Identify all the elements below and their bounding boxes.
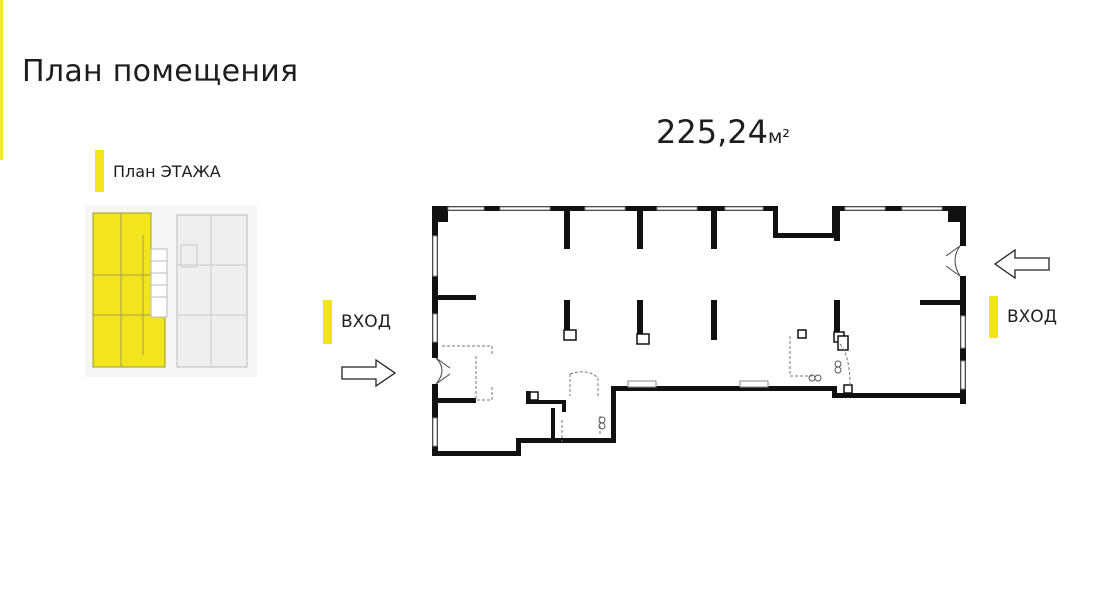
entrance-right-marker (989, 296, 998, 338)
floor-plan-tag: План ЭТАЖА (95, 150, 221, 192)
entrance-right-tag: ВХОД (989, 296, 1057, 338)
floor-plan-label: План ЭТАЖА (113, 161, 221, 181)
area-value: 225,24 (656, 113, 768, 151)
area-unit: м² (767, 126, 790, 148)
page-title: План помещения (22, 54, 299, 89)
walls (432, 206, 966, 456)
windows (432, 206, 966, 447)
entrance-right-label: ВХОД (1007, 307, 1057, 327)
entrance-left-tag: ВХОД (323, 300, 391, 344)
room-plan (432, 206, 966, 456)
other-unit (176, 214, 248, 368)
entrance-left-arrow-icon (341, 358, 397, 388)
entrance-left-label: ВХОД (341, 312, 391, 332)
floor-plan-marker (95, 150, 104, 192)
accent-edge-bar (0, 0, 3, 160)
area-label: 225,24м² (656, 113, 790, 151)
entrance-left-marker (323, 300, 332, 344)
entrance-right-arrow-icon (993, 248, 1050, 280)
floor-plan-thumbnail (85, 205, 257, 377)
